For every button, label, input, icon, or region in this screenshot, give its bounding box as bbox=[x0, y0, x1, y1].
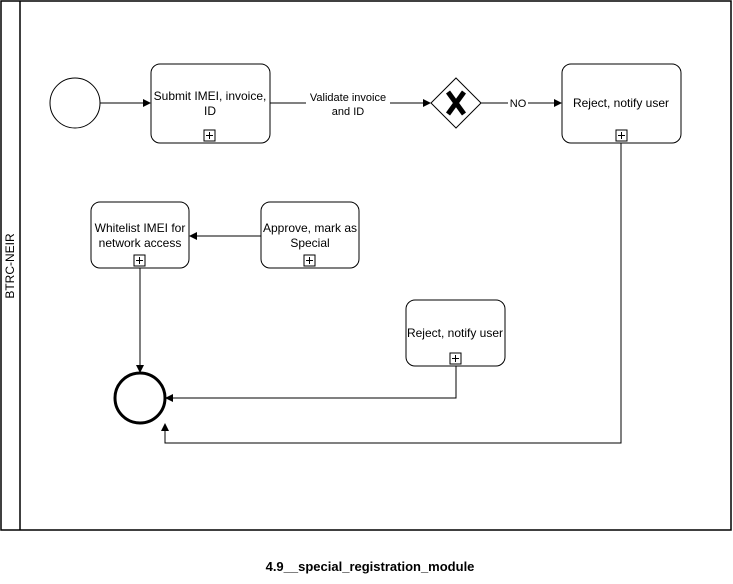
edge-reject-mid-to-end bbox=[165, 366, 457, 402]
edge-validate-label-line2: and ID bbox=[332, 106, 364, 118]
task-reject-mid[interactable]: Reject, notify user bbox=[405, 299, 506, 367]
task-whitelist-label-line1: Whitelist IMEI for bbox=[95, 221, 186, 235]
edge-no-label: NO bbox=[510, 98, 527, 110]
subprocess-marker-icon bbox=[303, 254, 316, 267]
diagram-caption: 4.9__special_registration_module bbox=[265, 559, 475, 574]
edge-validate-label-line1: Validate invoice bbox=[310, 92, 386, 104]
task-approve[interactable]: Approve, mark as Special bbox=[260, 201, 360, 269]
task-reject-top[interactable]: Reject, notify user bbox=[561, 63, 682, 144]
start-event[interactable] bbox=[49, 77, 101, 129]
subprocess-marker-icon bbox=[449, 352, 462, 365]
exclusive-gateway[interactable] bbox=[430, 77, 482, 129]
task-whitelist-label-line2: network access bbox=[99, 236, 182, 250]
subprocess-marker-icon bbox=[133, 254, 146, 267]
task-submit[interactable]: Submit IMEI, invoice, ID bbox=[150, 63, 271, 144]
task-approve-label-line1: Approve, mark as bbox=[263, 221, 357, 235]
task-whitelist[interactable]: Whitelist IMEI for network access bbox=[90, 201, 190, 269]
edge-reject-top-to-end bbox=[161, 143, 622, 444]
edge-no-label-bg bbox=[508, 96, 528, 110]
edge-label-bg bbox=[306, 90, 390, 118]
lane-label: BTRC-NEIR bbox=[3, 233, 17, 299]
end-event[interactable] bbox=[113, 371, 167, 425]
task-reject-mid-label: Reject, notify user bbox=[407, 326, 503, 340]
subprocess-marker-icon bbox=[615, 129, 628, 142]
task-reject-top-label: Reject, notify user bbox=[573, 96, 669, 110]
task-approve-label-line2: Special bbox=[290, 236, 329, 250]
task-submit-label-line1: Submit IMEI, invoice, bbox=[154, 89, 267, 103]
task-submit-label-line2: ID bbox=[204, 104, 216, 118]
gateway-x-icon bbox=[445, 90, 467, 116]
subprocess-marker-icon bbox=[203, 129, 216, 142]
